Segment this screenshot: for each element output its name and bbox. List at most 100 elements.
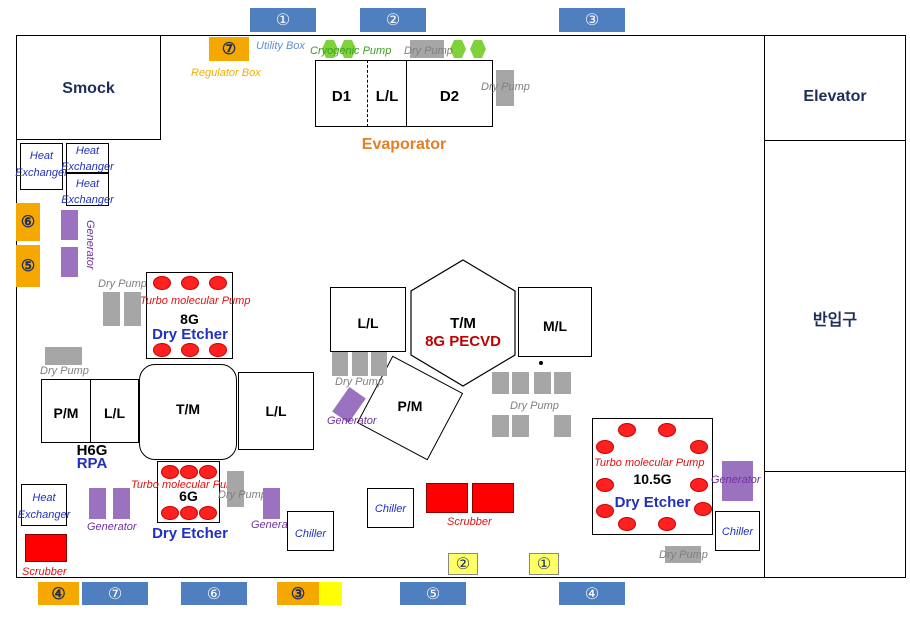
- turbo-pump-dot: [199, 465, 217, 479]
- scrubber-icon: [472, 483, 514, 513]
- heat-exchanger-1-line1: Heat: [29, 150, 54, 162]
- turbo-pump-dot: [694, 502, 712, 516]
- dry-pump-icon: [410, 40, 444, 58]
- turbo-pump-dot: [658, 423, 676, 437]
- rpa-name: RPA: [76, 455, 108, 472]
- bottom-right-room: [764, 471, 906, 578]
- evaporator-d2: [406, 60, 493, 127]
- rpa-pm-label: P/M: [53, 405, 79, 421]
- port-6-bottom: ⑥: [181, 582, 247, 605]
- turbo-pump-label-8g: Turbo molecular Pump: [140, 295, 251, 307]
- turbo-pump-dot: [209, 343, 227, 357]
- scrubber-label-center: Scrubber: [447, 516, 492, 528]
- pecvd-ml-label: M/L: [542, 318, 568, 334]
- dry-pump-label-pecvd: Dry Pump: [335, 376, 384, 388]
- loading-area-label: 반입구: [812, 312, 858, 329]
- heat-exchanger-3-line1: Heat: [75, 178, 100, 190]
- scrubber-label-left: Scrubber: [22, 566, 67, 578]
- heat-exchanger-3-line2: Exchanger: [61, 194, 114, 206]
- turbo-pump-dot: [658, 517, 676, 531]
- pecvd-ll-label: L/L: [357, 315, 379, 331]
- dry-pump-icon: [512, 415, 529, 437]
- generator-icon: [722, 461, 753, 501]
- chiller-left-label: Chiller: [294, 528, 327, 540]
- generator-label-pecvd: Generator: [327, 415, 377, 427]
- generator-icon: [113, 488, 130, 519]
- dry-pump-label-evap: Dry Pump: [404, 45, 453, 57]
- turbo-pump-dot: [690, 478, 708, 492]
- turbo-pump-dot: [618, 517, 636, 531]
- turbo-pump-dot: [596, 504, 614, 518]
- cryogenic-pump-label: Cryogenic Pump: [310, 45, 392, 57]
- dry-pump-icon: [496, 70, 514, 106]
- dry-pump-icon: [371, 352, 387, 376]
- etcher-6g-size: 6G: [179, 488, 198, 504]
- scrubber-icon: [25, 534, 67, 562]
- dry-etcher-10-5g: [592, 418, 713, 535]
- chiller-left: [287, 511, 334, 551]
- port-6-side: ⑥: [16, 203, 40, 241]
- turbo-pump-dot: [153, 343, 171, 357]
- dry-pump-label-6g: Dry Pump: [218, 489, 267, 501]
- dry-pump-icon: [352, 352, 368, 376]
- heat-exchanger-2: [66, 143, 109, 173]
- turbo-pump-dot: [181, 343, 199, 357]
- evaporator-d1-label: D1: [331, 88, 352, 105]
- heat-exchanger-4-line1: Heat: [32, 492, 56, 504]
- rpa-ll: [90, 379, 139, 443]
- regulator-box-label: Regulator Box: [191, 67, 261, 79]
- dry-pump-icon: [332, 352, 348, 376]
- chiller-right-label: Chiller: [721, 526, 754, 538]
- cryogenic-pump-icon: [470, 40, 486, 58]
- turbo-pump-dot: [690, 440, 708, 454]
- turbo-pump-dot: [161, 506, 179, 520]
- dry-pump-label-10-5g: Dry Pump: [659, 549, 708, 561]
- dry-pump-icon: [124, 292, 141, 326]
- pecvd-ml: [518, 287, 592, 357]
- cryogenic-pump-icon: [340, 40, 356, 58]
- etcher-6g-name: Dry Etcher: [152, 525, 228, 542]
- etcher-10-5g-size: 10.5G: [633, 471, 672, 487]
- turbo-pump-label-6g: Turbo molecular Pump: [131, 479, 242, 491]
- heat-exchanger-1: [20, 143, 63, 190]
- evaporator-title: Evaporator: [361, 136, 447, 153]
- port-3-bottom-yellow: [319, 582, 342, 605]
- generator-label-10-5g: Generator: [711, 474, 761, 486]
- port-7-bottom: ⑦: [82, 582, 148, 605]
- dry-pump-icon: [227, 471, 244, 507]
- dry-pump-label-rpa: Dry Pump: [40, 365, 89, 377]
- chiller-center: [367, 488, 414, 528]
- turbo-pump-dot: [153, 276, 171, 290]
- utility-box-label: Utility Box: [256, 40, 305, 52]
- rpa-ll-right: [238, 372, 314, 450]
- dry-pump-icon: [554, 415, 571, 437]
- port-4-bottom-left: ④: [38, 582, 79, 605]
- dry-pump-icon: [512, 372, 529, 394]
- rpa-tm: [139, 364, 237, 460]
- port-3-top: ③: [559, 8, 625, 32]
- rpa-model: H6G: [76, 442, 108, 459]
- dry-pump-icon: [665, 546, 701, 563]
- pecvd-pm-label: P/M: [397, 398, 423, 414]
- turbo-pump-dot: [199, 506, 217, 520]
- rpa-pm: [41, 379, 91, 443]
- smock-room: [16, 35, 161, 140]
- generator-icon: [89, 488, 106, 519]
- turbo-pump-dot: [180, 506, 198, 520]
- evaporator-ll-label: L/L: [375, 88, 399, 105]
- regulator-port-7: ⑦: [209, 37, 249, 61]
- elevator-label: Elevator: [803, 88, 867, 105]
- port-3-bottom: ③: [277, 582, 319, 605]
- turbo-pump-dot: [161, 465, 179, 479]
- rpa-tm-label: T/M: [175, 401, 201, 417]
- dry-pump-label-8g: Dry Pump: [98, 278, 147, 290]
- etcher-8g-name: Dry Etcher: [152, 326, 228, 343]
- dry-pump-label-ml: Dry Pump: [510, 400, 559, 412]
- pecvd-ll: [330, 287, 406, 352]
- rpa-ll-label: L/L: [104, 405, 125, 421]
- rpa-ll-right-label: L/L: [265, 403, 287, 419]
- heat-exchanger-4: [21, 484, 67, 526]
- heat-exchanger-3: [66, 173, 109, 206]
- pecvd-tm-label: T/M: [450, 315, 476, 332]
- turbo-pump-dot: [618, 423, 636, 437]
